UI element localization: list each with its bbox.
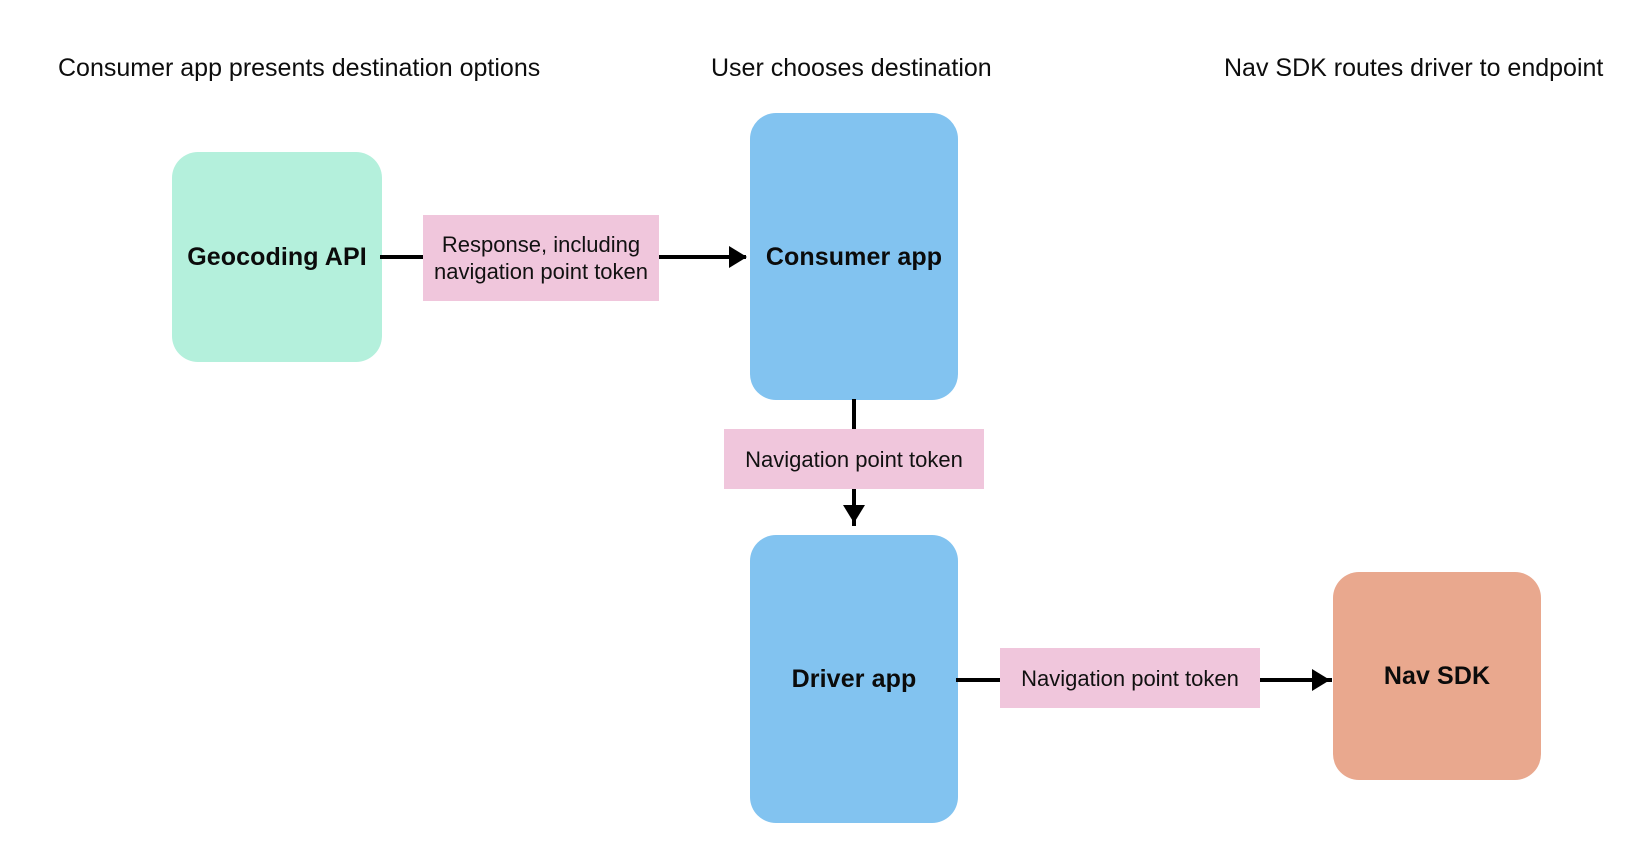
node-driver-app[interactable]: Driver app <box>750 535 958 823</box>
edge-label-geocoding-to-consumer: Response, including navigation point tok… <box>423 215 659 301</box>
node-geocoding-api-label: Geocoding API <box>187 243 367 271</box>
edge-label-consumer-to-driver-text: Navigation point token <box>745 446 963 472</box>
edge-label-consumer-to-driver: Navigation point token <box>724 429 984 489</box>
node-nav-sdk[interactable]: Nav SDK <box>1333 572 1541 780</box>
edge-label-driver-to-navsdk-text: Navigation point token <box>1021 665 1239 691</box>
node-consumer-app-label: Consumer app <box>765 242 943 271</box>
edge-label-geocoding-to-consumer-text: Response, including navigation point tok… <box>433 232 649 284</box>
column-header-nav-routes: Nav SDK routes driver to endpoint <box>1224 54 1604 82</box>
node-nav-sdk-label: Nav SDK <box>1383 662 1491 690</box>
node-geocoding-api[interactable]: Geocoding API <box>172 152 382 362</box>
edge-label-driver-to-navsdk: Navigation point token <box>1000 648 1260 708</box>
node-consumer-app[interactable]: Consumer app <box>750 113 958 400</box>
arrowhead-down-icon-consumer-to-driver <box>843 505 865 523</box>
arrowhead-right-icon-driver-to-navsdk <box>1312 669 1330 691</box>
arrowhead-right-icon-geocoding-to-consumer <box>729 246 747 268</box>
column-header-user-chooses: User chooses destination <box>711 54 992 82</box>
node-driver-app-label: Driver app <box>791 665 917 693</box>
column-header-consumer-options: Consumer app presents destination option… <box>58 54 541 82</box>
